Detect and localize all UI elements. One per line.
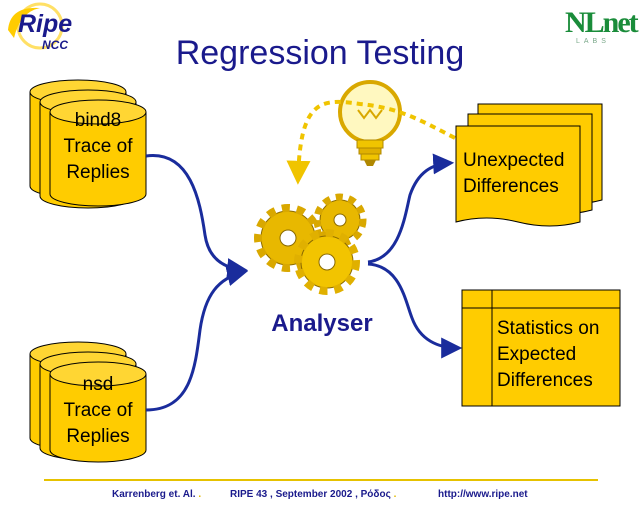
statistics-label-line3: Differences — [497, 370, 593, 391]
statistics-label: Statistics on Expected Differences — [497, 316, 619, 394]
footer-event: RIPE 43 , September 2002 , Ρόδος . — [230, 489, 396, 500]
arrow-nsd-to-analyser — [145, 265, 249, 412]
ripe-logo-wordmark: Ripe — [18, 10, 73, 38]
footer-separator-2: . — [393, 489, 397, 500]
ripe-logo-subtitle: NCC — [42, 38, 68, 52]
arrow-analyser-to-statistics — [367, 262, 463, 359]
bind8-label: bind8 Trace of Replies — [50, 108, 146, 186]
footer-event-text: RIPE 43 , September 2002 , Ρόδος — [230, 489, 391, 500]
bind8-label-line1: bind8 — [74, 110, 122, 131]
analyser-label: Analyser — [271, 310, 373, 337]
nsd-label: nsd Trace of Replies — [50, 372, 146, 450]
ripe-logo-icon — [8, 2, 64, 50]
nsd-label-line3: Replies — [66, 426, 130, 447]
statistics-table-card — [461, 289, 621, 407]
idea-dotted-path — [286, 99, 456, 185]
bind8-label-line3: Replies — [66, 162, 130, 183]
unexpected-label-line1: Unexpected — [463, 150, 565, 171]
footer-authors-text: Karrenberg et. Al. — [112, 489, 196, 500]
footer-separator-1: . — [198, 489, 202, 500]
nlnet-logo-subtitle: LABS — [576, 38, 610, 45]
bind8-database-stack — [29, 79, 147, 209]
arrow-bind8-to-analyser — [145, 154, 249, 280]
unexpected-label-line2: Differences — [463, 176, 559, 197]
arrow-analyser-to-unexpected — [367, 153, 455, 264]
nsd-label-line2: Trace of — [63, 400, 133, 421]
unexpected-differences-document-stack — [455, 103, 603, 227]
gears-icon — [254, 193, 367, 295]
footer-authors: Karrenberg et. Al. . — [112, 489, 201, 500]
footer-url[interactable]: http://www.ripe.net — [438, 489, 528, 500]
statistics-label-line2: Expected — [497, 344, 577, 365]
nlnet-logo-wordmark: NLnet — [565, 6, 639, 39]
bind8-label-line2: Trace of — [63, 136, 133, 157]
nsd-database-stack — [29, 341, 147, 463]
nsd-label-line1: nsd — [82, 374, 114, 395]
statistics-label-line1: Statistics on — [497, 318, 600, 339]
page-title: Regression Testing — [175, 34, 465, 72]
unexpected-differences-label: Unexpected Differences — [463, 148, 593, 200]
lightbulb-icon — [338, 80, 402, 166]
